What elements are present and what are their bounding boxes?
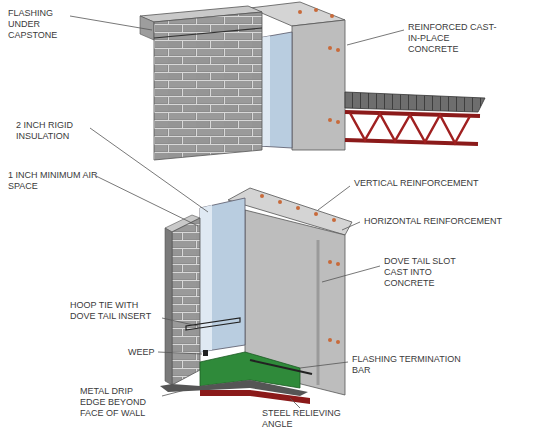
callout-label: VERTICAL REINFORCEMENT <box>354 178 544 189</box>
callout-label: WEEP <box>128 347 168 358</box>
cmu-veneer-upper <box>154 12 262 160</box>
rebar-ends-lower <box>260 194 340 344</box>
callout-label: STEEL RELIEVING ANGLE <box>262 408 362 430</box>
callout-label: METAL DRIP EDGE BEYOND FACE OF WALL <box>80 386 160 419</box>
steel-joist-chords <box>345 112 480 144</box>
cmu-veneer-lower <box>172 218 200 385</box>
callout-label: 1 INCH MINIMUM AIR SPACE <box>8 170 98 192</box>
weep <box>203 350 208 356</box>
callout-label: 2 INCH RIGID INSULATION <box>16 120 90 142</box>
concrete-wall-upper <box>292 20 345 150</box>
steel-joist-web <box>350 113 470 143</box>
dovetail-slot <box>317 240 320 385</box>
callout-label: FLASHING TERMINATION BAR <box>352 354 462 376</box>
callout-label: HORIZONTAL REINFORCEMENT <box>364 216 554 227</box>
callout-label: HOOP TIE WITH DOVE TAIL INSERT <box>70 300 160 322</box>
callout-label: FLASHING UNDER CAPSTONE <box>8 8 68 41</box>
callout-label: REINFORCED CAST-IN-PLACE CONCRETE <box>408 22 498 55</box>
cmu-end <box>165 228 172 385</box>
hoop-tie <box>186 318 240 330</box>
rigid-insulation-lower <box>200 198 245 352</box>
insulation-cut-lower <box>200 205 212 352</box>
steel-deck <box>345 92 485 112</box>
termination-bar <box>250 360 312 374</box>
callout-label: DOVE TAIL SLOT CAST INTO CONCRETE <box>384 256 480 289</box>
leader-lines <box>70 16 404 408</box>
flashing-under-capstone <box>154 28 262 38</box>
rebar-ends-upper <box>298 8 340 124</box>
rigid-insulation-upper <box>258 32 292 148</box>
